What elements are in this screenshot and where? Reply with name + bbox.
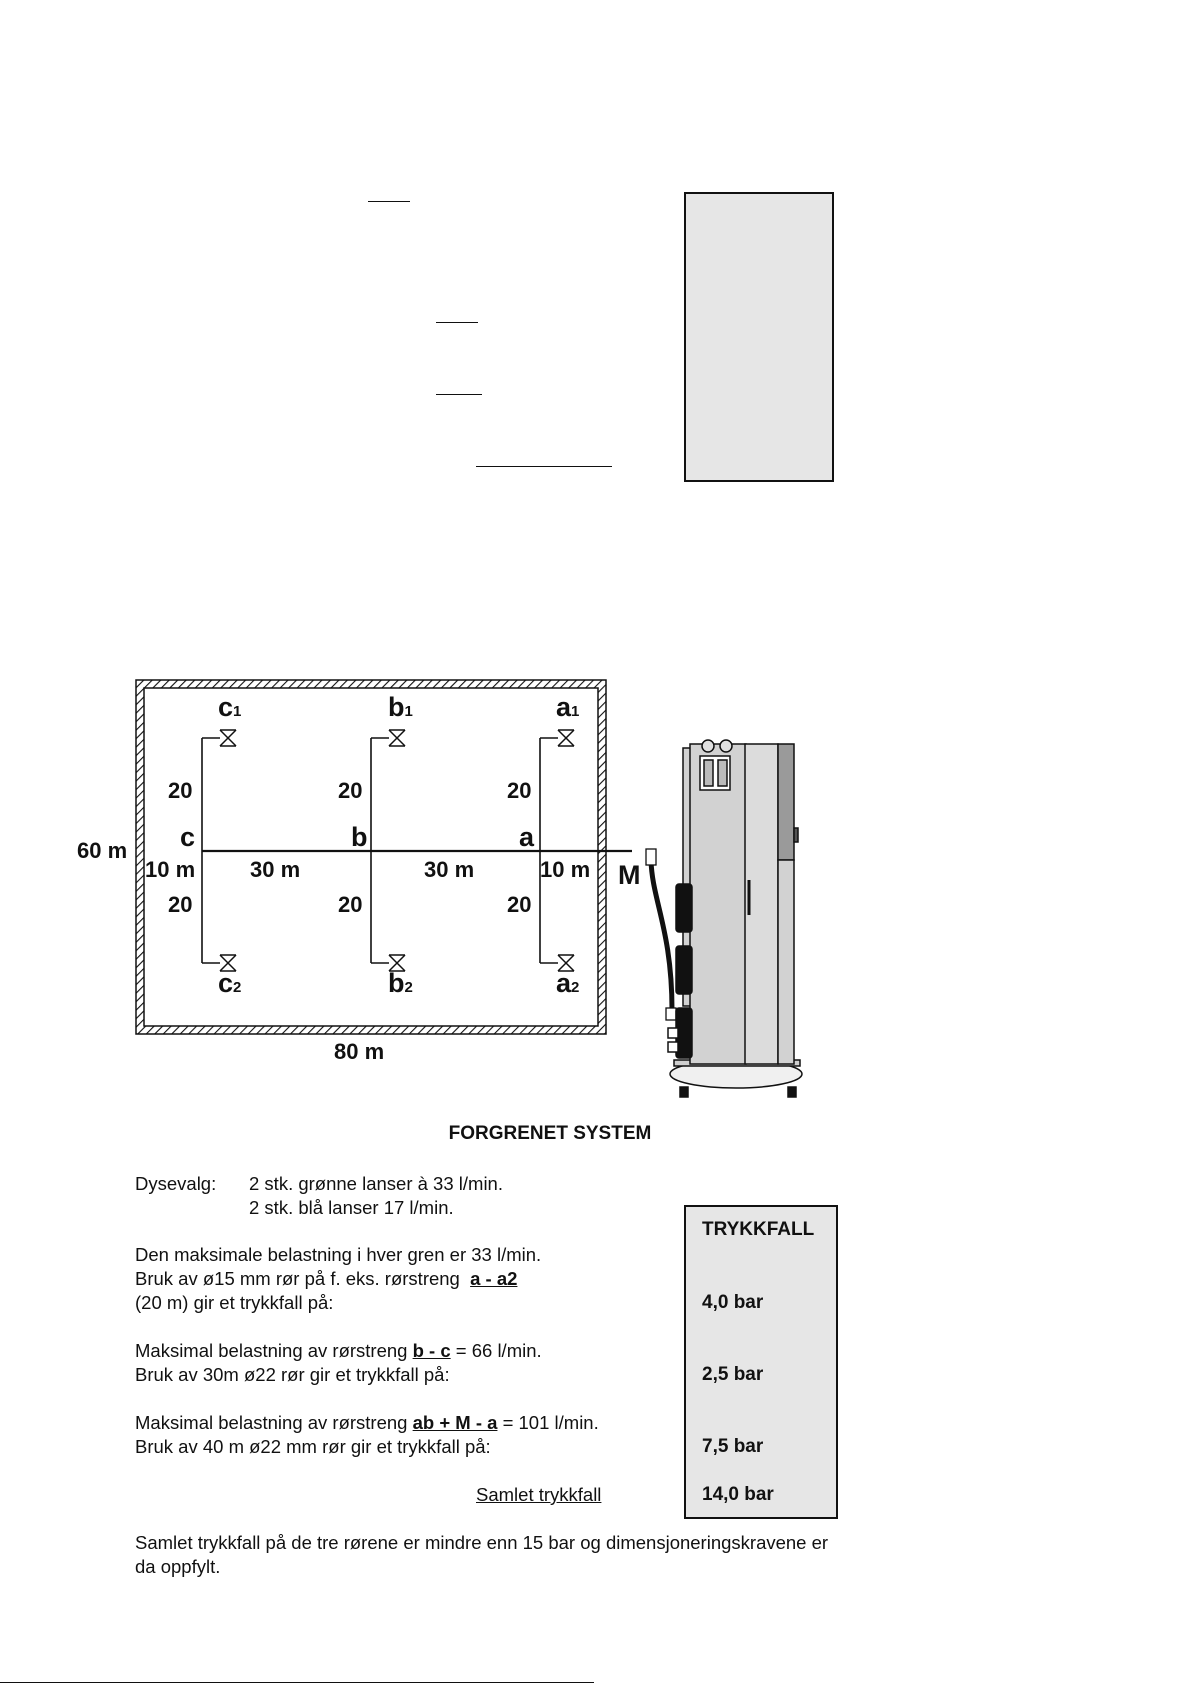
blank-line-1	[368, 201, 410, 202]
blank-line-4	[476, 466, 612, 467]
valve-a1-icon	[557, 729, 575, 747]
segment-label-2: 30 m	[250, 857, 301, 882]
valve-label-a1: a1	[556, 692, 580, 722]
paragraph-2-line-2: Bruk av 30m ø22 rør gir et trykkfall på:	[135, 1364, 450, 1385]
branch-length-a-bottom: 20	[507, 892, 532, 917]
valve-a2-icon	[557, 954, 575, 972]
machine-label: M	[618, 860, 641, 890]
valve-label-a2: a2	[556, 968, 580, 998]
branch-length-c-top: 20	[168, 778, 193, 803]
pressure-box-header: TRYKKFALL	[702, 1219, 815, 1240]
valve-label-b1: b1	[388, 692, 413, 722]
dysevalg-line-1: 2 stk. grønne lanser à 33 l/min.	[249, 1173, 503, 1194]
valve-b1-icon	[388, 729, 406, 747]
segment-label-3: 30 m	[424, 857, 475, 882]
branch-length-b-bottom: 20	[338, 892, 363, 917]
pressure-value-2: 2,5 bar	[702, 1364, 764, 1385]
pressure-total: 14,0 bar	[702, 1484, 774, 1505]
valve-c1-icon	[219, 729, 237, 747]
branched-system-diagram	[135, 679, 803, 1098]
blank-line-3	[436, 394, 482, 395]
empty-result-box	[684, 192, 834, 482]
segment-label-4: 10 m	[540, 857, 591, 882]
hose	[648, 859, 675, 1011]
paragraph-2-line-1: Maksimal belastning av rørstreng b - c =…	[135, 1340, 542, 1361]
dysevalg-label: Dysevalg:	[135, 1173, 217, 1194]
pressure-value-3: 7,5 bar	[702, 1436, 764, 1457]
node-label-c: c	[180, 822, 196, 852]
branch-length-b-top: 20	[338, 778, 363, 803]
paragraph-3-line-1: Maksimal belastning av rørstreng ab + M …	[135, 1412, 599, 1433]
node-label-b: b	[351, 822, 368, 852]
room-width-label: 80 m	[334, 1039, 385, 1064]
footer-rule	[0, 1682, 594, 1683]
paragraph-1-line-3: (20 m) gir et trykkfall på:	[135, 1292, 334, 1313]
valve-label-c1: c1	[218, 692, 242, 722]
figure-caption: FORGRENET SYSTEM	[448, 1123, 652, 1144]
valve-c2-icon	[219, 954, 237, 972]
valve-icons	[219, 729, 575, 972]
valve-label-c2: c2	[218, 968, 242, 998]
segment-label-1: 10 m	[145, 857, 196, 882]
valve-label-b2: b2	[388, 968, 413, 998]
total-label: Samlet trykkfall	[476, 1484, 602, 1505]
paragraph-1-line-1: Den maksimale belastning i hver gren er …	[135, 1244, 542, 1265]
conclusion-line-1: Samlet trykkfall på de tre rørene er min…	[135, 1532, 829, 1553]
pressure-value-1: 4,0 bar	[702, 1292, 764, 1313]
node-label-a: a	[519, 822, 535, 852]
pressure-drop-box	[684, 1205, 838, 1519]
pressure-washer-machine-icon	[667, 739, 803, 1098]
blank-line-2	[436, 322, 478, 323]
conclusion-line-2: da oppfylt.	[135, 1556, 221, 1577]
room-height-label: 60 m	[77, 838, 128, 863]
branch-length-c-bottom: 20	[168, 892, 193, 917]
branch-length-a-top: 20	[507, 778, 532, 803]
paragraph-3-line-2: Bruk av 40 m ø22 mm rør gir et trykkfall…	[135, 1436, 491, 1457]
valve-b2-icon	[388, 954, 406, 972]
paragraph-1-line-2: Bruk av ø15 mm rør på f. eks. rørstreng …	[135, 1268, 518, 1289]
dysevalg-line-2: 2 stk. blå lanser 17 l/min.	[249, 1197, 454, 1218]
